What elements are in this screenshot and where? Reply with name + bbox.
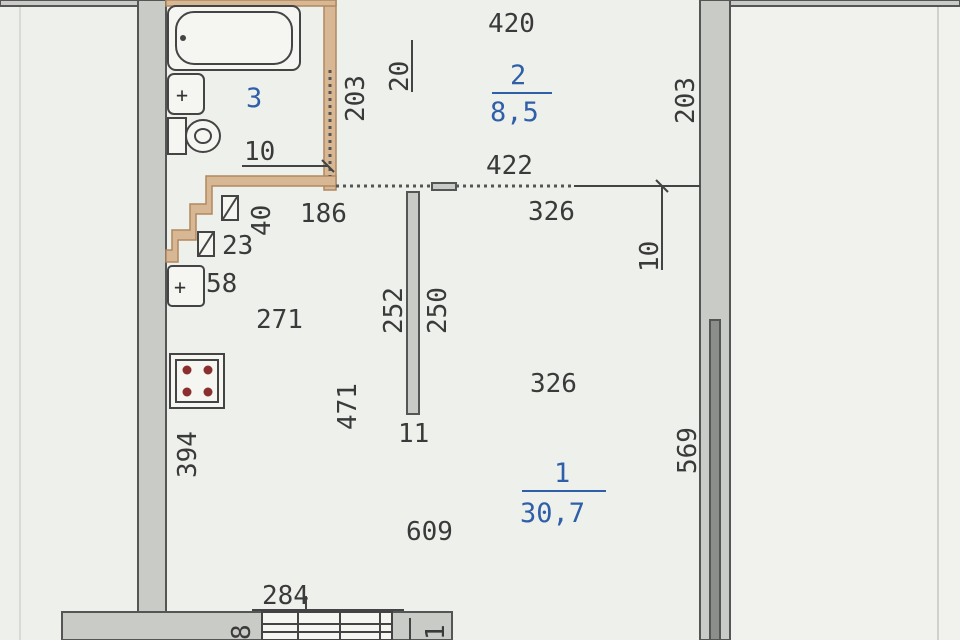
right-margin-area <box>730 0 960 640</box>
sink-plus-icon: + <box>176 83 188 107</box>
shaft-wall <box>165 175 337 263</box>
dim-203-left: 203 <box>341 75 371 122</box>
dim-569: 569 <box>673 427 703 474</box>
toilet-tank <box>167 117 187 155</box>
dim-203-right: 203 <box>671 77 701 124</box>
room-3-number: 3 <box>246 83 262 114</box>
dim-471: 471 <box>333 383 363 430</box>
dim-284: 284 <box>262 581 309 611</box>
dim-394: 394 <box>173 431 203 478</box>
dim-11: 11 <box>398 419 429 449</box>
bottom-wall <box>61 611 453 640</box>
dim-40: 40 <box>247 205 277 236</box>
dim-tick-left <box>321 159 335 173</box>
bathtub-drain <box>180 35 186 41</box>
stove-inner <box>175 359 219 403</box>
shaft-1-diagonal <box>222 196 238 220</box>
dim-20: 20 <box>385 61 415 92</box>
bathroom-sink <box>167 73 205 115</box>
dim-10-right: 10 <box>635 241 665 272</box>
dim-58: 58 <box>206 269 237 299</box>
right-wall-window-segment <box>709 319 721 640</box>
kitchen-sink-plus-icon: + <box>174 275 186 299</box>
radiator <box>261 611 393 640</box>
dim-8: 8 <box>227 624 257 640</box>
top-wall-left <box>0 0 139 7</box>
room-2-area: 8,5 <box>490 97 539 128</box>
dim-420: 420 <box>488 9 535 39</box>
left-wall <box>137 0 167 640</box>
dim-326-top: 326 <box>528 197 575 227</box>
top-wall-right <box>729 0 960 7</box>
room-1-number: 1 <box>554 458 570 489</box>
dim-tick-right <box>655 179 669 193</box>
dim-250: 250 <box>423 287 453 334</box>
dim-326-mid: 326 <box>530 369 577 399</box>
dim-609: 609 <box>406 517 453 547</box>
dim-186: 186 <box>300 199 347 229</box>
dim-1: 1 <box>421 624 451 640</box>
dim-10-top: 10 <box>244 137 275 167</box>
dim-422: 422 <box>486 151 533 181</box>
bathroom-wall-vertical <box>323 0 337 191</box>
stove-burner-1 <box>182 365 192 375</box>
interior-partition <box>406 191 420 415</box>
toilet-seat <box>194 128 212 144</box>
kitchen-sink <box>167 265 205 307</box>
dim-23: 23 <box>222 231 253 261</box>
stove-burner-4 <box>203 387 213 397</box>
room-2-number: 2 <box>510 60 526 91</box>
bathtub-inner <box>175 11 293 65</box>
stove-burner-2 <box>203 365 213 375</box>
partition-stub <box>431 182 457 191</box>
dim-271: 271 <box>256 305 303 335</box>
room-1-area: 30,7 <box>520 498 585 529</box>
shaft-2-diagonal <box>198 232 214 256</box>
stove-burner-3 <box>182 387 192 397</box>
dim-252: 252 <box>379 287 409 334</box>
